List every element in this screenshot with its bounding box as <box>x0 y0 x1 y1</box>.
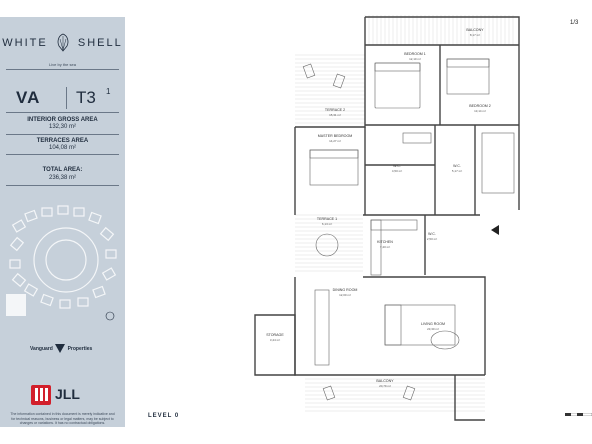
room-name-bedroom2: BEDROOM 2 <box>469 104 491 108</box>
total-area-label: TOTAL AREA: <box>42 167 83 173</box>
terraces-area-label: TERRACES AREA <box>36 138 89 144</box>
room-name-terrace2: TERRACE 2 <box>325 108 345 112</box>
properties-label: Properties <box>67 345 93 352</box>
room-area-kitchen: 7,40 m² <box>380 245 390 249</box>
divider <box>6 154 119 155</box>
room-area-wc3: 2,50 m² <box>427 237 437 241</box>
unit-type: T3 <box>76 88 96 107</box>
room-name-wc2: W.C. <box>453 164 461 168</box>
vanguard-icon <box>55 344 66 353</box>
unit-block: VA <box>16 88 41 107</box>
walls <box>254 16 520 421</box>
scale-bar <box>565 413 592 416</box>
furniture <box>302 58 515 401</box>
room-name-balcony-top: BALCONY <box>466 28 484 32</box>
jll-icon <box>31 385 51 405</box>
jll-wordmark: JLL <box>55 386 80 402</box>
total-area-value: 236,38 m² <box>48 175 76 181</box>
unit-type-sup: 1 <box>106 87 111 96</box>
room-area-bedroom2: 13,14 m² <box>474 109 486 113</box>
room-area-wc2: 5,17 m² <box>452 169 462 173</box>
page-indicator: 1/3 <box>570 20 579 26</box>
vanguard-label: Vanguard <box>30 345 53 352</box>
brand-logo: WHITE SHELL <box>0 33 125 53</box>
room-name-wc1: W.C. <box>393 164 401 168</box>
site-map-icon <box>6 205 117 321</box>
brand-shell: SHELL <box>77 36 123 49</box>
floor-plan: BALCONY 8,17 m² BEDROOM 1 12,10 m² BEDRO… <box>254 15 520 421</box>
room-name-bedroom1: BEDROOM 1 <box>404 52 426 56</box>
room-name-master: MASTER BEDROOM <box>318 134 353 138</box>
room-name-dining: DINING ROOM <box>333 288 358 292</box>
interior-area-label: INTERIOR GROSS AREA <box>27 117 98 123</box>
disclaimer-text: The information contained in this docume… <box>10 412 115 425</box>
shell-icon <box>57 33 69 52</box>
room-name-wc3: W.C. <box>428 232 436 236</box>
vanguard-logo: Vanguard Properties <box>30 344 92 353</box>
brand-tagline: Live by the sea <box>49 62 76 67</box>
entrance-marker <box>491 225 499 235</box>
room-name-balcony-bottom: BALCONY <box>376 379 394 383</box>
terrace-hatching <box>295 15 514 412</box>
room-area-master: 14,27 m² <box>329 139 341 143</box>
room-name-terrace1: TERRACE 1 <box>317 217 337 221</box>
divider <box>6 112 119 113</box>
divider <box>6 134 119 135</box>
room-area-bedroom1: 12,10 m² <box>409 57 421 61</box>
room-area-terrace1: 6,13 m² <box>322 222 332 226</box>
room-labels: BALCONY 8,17 m² BEDROOM 1 12,10 m² BEDRO… <box>266 28 491 388</box>
room-name-living: LIVING ROOM <box>421 322 445 326</box>
unit-type-row: VA T3 1 <box>6 87 119 109</box>
room-area-balcony-bottom: 20,79 m² <box>379 384 391 388</box>
room-area-storage: 3,44 m² <box>270 338 280 342</box>
room-area-wc1: 4,50 m² <box>392 169 402 173</box>
interior-area-value: 132,30 m² <box>48 124 76 130</box>
terraces-area-value: 104,08 m² <box>48 145 76 151</box>
level-label: LEVEL 0 <box>148 413 180 419</box>
divider <box>6 69 119 70</box>
room-area-dining: 12,00 m² <box>339 293 351 297</box>
room-name-kitchen: KITCHEN <box>377 240 393 244</box>
room-name-storage: STORAGE <box>266 333 284 337</box>
room-area-living: 23,30 m² <box>427 327 439 331</box>
info-sidebar: WHITE SHELL Live by the sea VA T3 1 INTE… <box>0 17 125 427</box>
jll-logo: JLL <box>31 385 94 405</box>
divider <box>6 185 119 186</box>
brand-white: WHITE <box>2 36 48 49</box>
room-area-balcony-top: 8,17 m² <box>470 33 480 37</box>
divider <box>66 87 67 109</box>
room-area-terrace2: 15,31 m² <box>329 113 341 117</box>
